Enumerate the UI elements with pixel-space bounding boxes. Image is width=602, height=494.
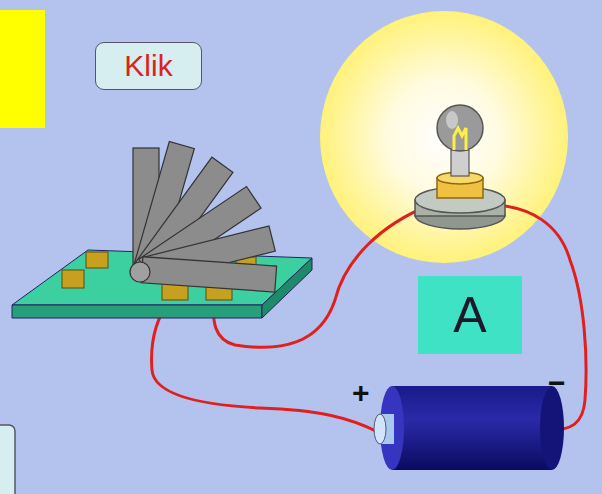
battery <box>374 386 564 470</box>
side-panel <box>0 425 15 494</box>
ammeter-label-box: A <box>418 276 522 354</box>
light-glow <box>320 11 568 263</box>
yellow-panel <box>0 10 45 128</box>
switch <box>12 141 312 318</box>
label-text: A <box>453 286 486 344</box>
negative-terminal-sign: − <box>548 366 566 400</box>
light-bulb <box>415 105 505 229</box>
label-text: Klik <box>124 49 172 83</box>
click-label-box: Klik <box>95 42 202 90</box>
positive-terminal-sign: + <box>352 376 370 410</box>
